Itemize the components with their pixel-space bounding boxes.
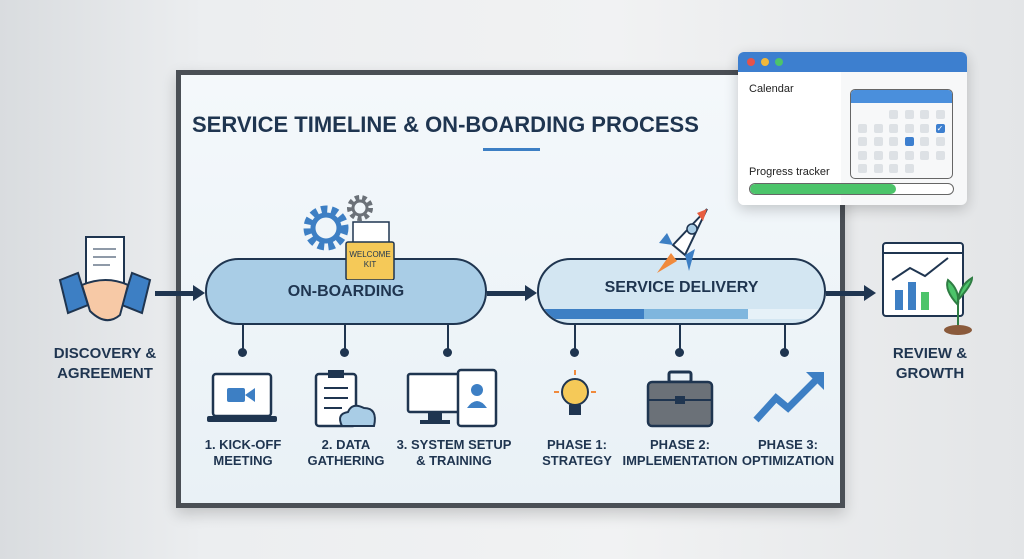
calendar-day — [920, 123, 929, 133]
calendar-day — [920, 150, 929, 160]
calendar-icon: ✓ — [850, 89, 953, 179]
progress-label: Progress tracker — [749, 166, 830, 178]
stage-discovery-label: DISCOVERY & AGREEMENT — [53, 345, 157, 382]
step-dot — [675, 348, 684, 357]
step-label: PHASE 3:OPTIMIZATION — [741, 437, 835, 468]
calendar-day — [904, 150, 914, 160]
lightbulb-icon — [554, 370, 596, 415]
calendar-label: Calendar — [749, 83, 794, 95]
step-dot — [238, 348, 247, 357]
minimize-button[interactable] — [761, 58, 769, 66]
phase-bar-3 — [748, 309, 824, 319]
calendar-day — [920, 137, 929, 146]
progress-fill — [750, 184, 897, 194]
calendar-day: ✓ — [935, 123, 945, 133]
calendar-day — [935, 137, 945, 146]
calendar-day — [858, 150, 867, 160]
page-title: SERVICE TIMELINE & ON-BOARDING PROCESS — [192, 112, 699, 137]
rocket-icon — [657, 208, 708, 273]
step-label: PHASE 1:STRATEGY — [542, 437, 612, 468]
stage-review-label: REVIEW & GROWTH — [892, 345, 968, 382]
calendar-day — [873, 123, 883, 133]
arrow-to-onboarding — [155, 285, 205, 301]
monitor-profile-icon — [406, 368, 498, 428]
calendar-day — [889, 150, 898, 160]
clipboard-cloud-icon — [314, 370, 376, 428]
calendar-day — [935, 150, 945, 160]
arrow-to-delivery — [487, 285, 537, 301]
step-dot — [780, 348, 789, 357]
calendar-day — [889, 110, 898, 119]
stage-label: ON-BOARDING — [287, 282, 405, 300]
video-laptop-icon — [207, 372, 277, 422]
svg-text:KIT: KIT — [364, 260, 377, 269]
calendar-day — [904, 110, 914, 119]
step-dot — [340, 348, 349, 357]
calendar-day — [889, 164, 898, 173]
arrow-to-review — [826, 285, 876, 301]
growth-chart-icon — [882, 242, 974, 335]
calendar-day — [904, 123, 914, 133]
phase-bar-1 — [539, 309, 644, 319]
stage-service-delivery: SERVICE DELIVERY — [537, 258, 826, 325]
phase-bar-2 — [644, 309, 748, 319]
step-label: 3. SYSTEM SETUP& TRAINING — [396, 437, 512, 468]
maximize-button[interactable] — [775, 58, 783, 66]
calendar-day — [858, 123, 867, 133]
step-dot — [443, 348, 452, 357]
handshake-contract-icon — [58, 236, 152, 322]
calendar-progress-window: Calendar Progress tracker ✓ — [738, 52, 967, 205]
step-dot — [570, 348, 579, 357]
progress-bar — [749, 183, 954, 195]
calendar-day — [920, 110, 929, 119]
stage-label: SERVICE DELIVERY — [604, 278, 759, 296]
calendar-day — [904, 137, 914, 146]
close-button[interactable] — [747, 58, 755, 66]
calendar-day — [873, 137, 883, 146]
window-titlebar — [738, 52, 967, 72]
calendar-day — [873, 150, 883, 160]
calendar-day — [935, 110, 945, 119]
trend-arrow-icon — [753, 372, 824, 423]
calendar-day — [889, 123, 898, 133]
calendar-day — [889, 137, 898, 146]
welcome-kit-text: WELCOME — [349, 250, 390, 259]
briefcase-icon — [646, 370, 714, 428]
calendar-day — [858, 164, 867, 173]
calendar-day — [858, 137, 867, 146]
title-underline — [483, 148, 540, 151]
calendar-day — [873, 164, 883, 173]
gears-welcome-kit-icon: WELCOME KIT — [303, 195, 395, 280]
calendar-day — [904, 164, 914, 173]
step-label: PHASE 2:IMPLEMENTATION — [622, 437, 738, 468]
